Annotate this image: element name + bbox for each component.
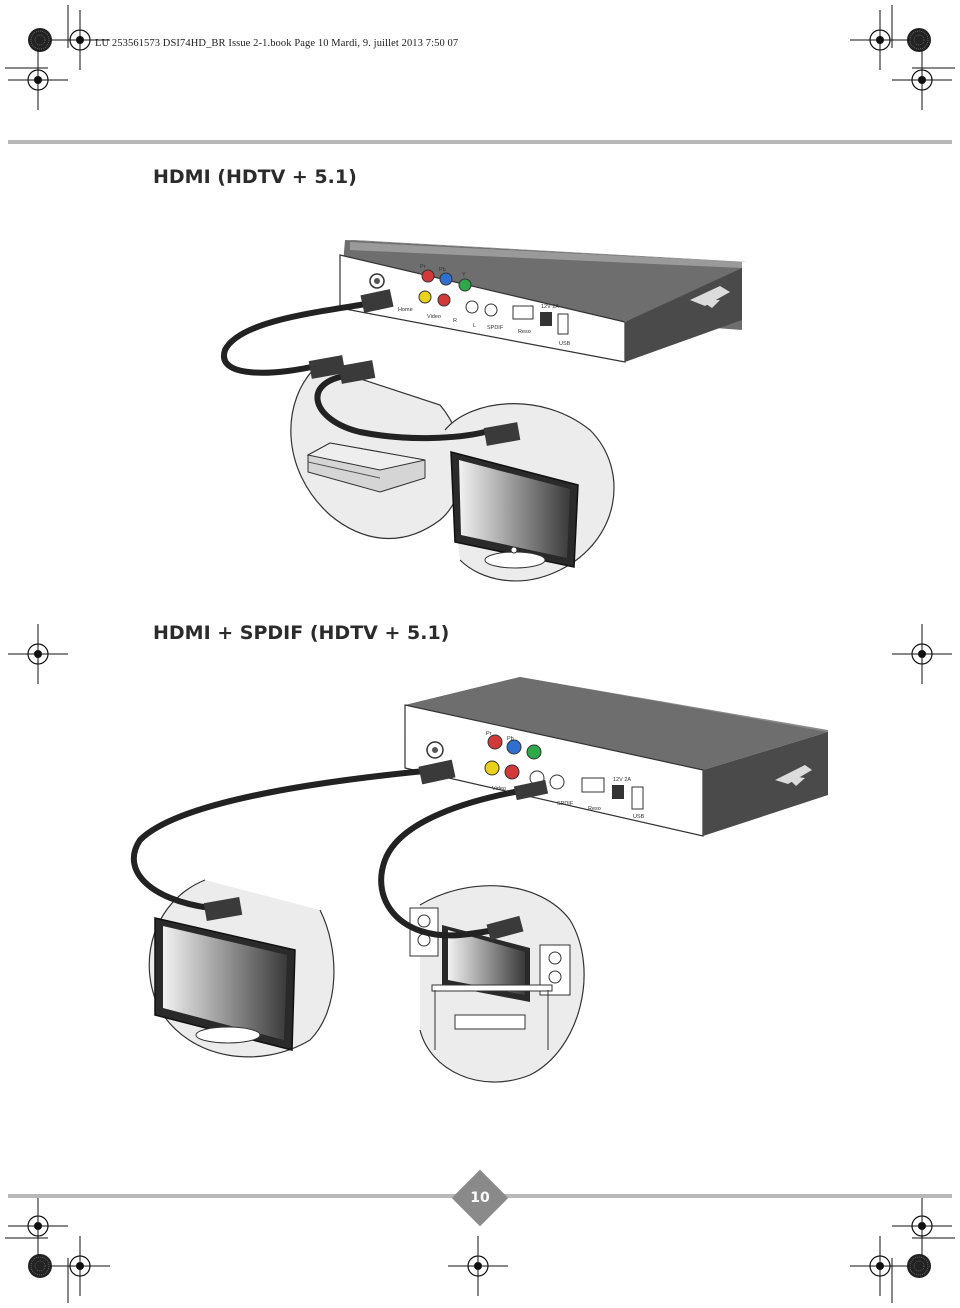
svg-text:12V 2A: 12V 2A (541, 304, 559, 310)
svg-text:SPDIF: SPDIF (487, 325, 504, 331)
ethernet-port-icon (581, 777, 605, 793)
svg-text:Video: Video (427, 314, 441, 320)
section-title-hdmi: HDMI (HDTV + 5.1) (153, 166, 357, 188)
port-y-icon (458, 278, 472, 292)
svg-text:Pr: Pr (486, 731, 492, 737)
hdmi-plug-icon (360, 289, 394, 313)
svg-text:Reso: Reso (518, 329, 531, 335)
home-theater-icon (409, 907, 571, 1050)
svg-text:USB: USB (633, 814, 645, 820)
svg-text:Home: Home (398, 307, 413, 313)
port-pb-icon (506, 739, 522, 755)
svg-text:Video: Video (492, 786, 506, 792)
svg-text:R: R (453, 318, 457, 324)
port-y-icon (526, 744, 542, 760)
port-pr-icon (487, 734, 503, 750)
svg-text:12V 2A: 12V 2A (613, 777, 631, 783)
svg-text:Pb: Pb (507, 736, 514, 742)
receiver-box-1: Pr Pb Y Video R L SPDIF Reso 12V 2A USB … (339, 240, 748, 363)
page-number-badge: 10 (451, 1169, 509, 1227)
port-pb-icon (439, 272, 453, 286)
power-port-icon (612, 785, 624, 799)
svg-text:Pr: Pr (420, 264, 426, 270)
usb-port-icon (557, 313, 569, 335)
receiver-box-2: Pr Pb Video SPDIF Reso 12V 2A USB (404, 677, 828, 837)
spdif-plug-icon (513, 779, 549, 801)
svg-text:Pb: Pb (439, 267, 446, 273)
hdmi-plug-icon (418, 759, 456, 785)
port-video-icon (418, 290, 432, 304)
print-slug: LU 253561573 DSI74HD_BR Issue 2-1.book P… (95, 38, 459, 49)
port-pr-icon (421, 269, 435, 283)
svg-text:USB: USB (559, 341, 571, 347)
header-rule (8, 140, 952, 144)
svg-text:SPDIF: SPDIF (557, 801, 574, 807)
svg-text:Reso: Reso (588, 806, 601, 812)
ethernet-port-icon (512, 305, 534, 320)
port-video-icon (484, 760, 500, 776)
usb-port-icon (631, 786, 644, 810)
section-title-hdmi-spdif: HDMI + SPDIF (HDTV + 5.1) (153, 622, 450, 644)
power-port-icon (540, 312, 552, 326)
page-number: 10 (470, 1190, 490, 1206)
svg-text:L: L (473, 323, 476, 329)
svg-text:Y: Y (462, 272, 466, 278)
